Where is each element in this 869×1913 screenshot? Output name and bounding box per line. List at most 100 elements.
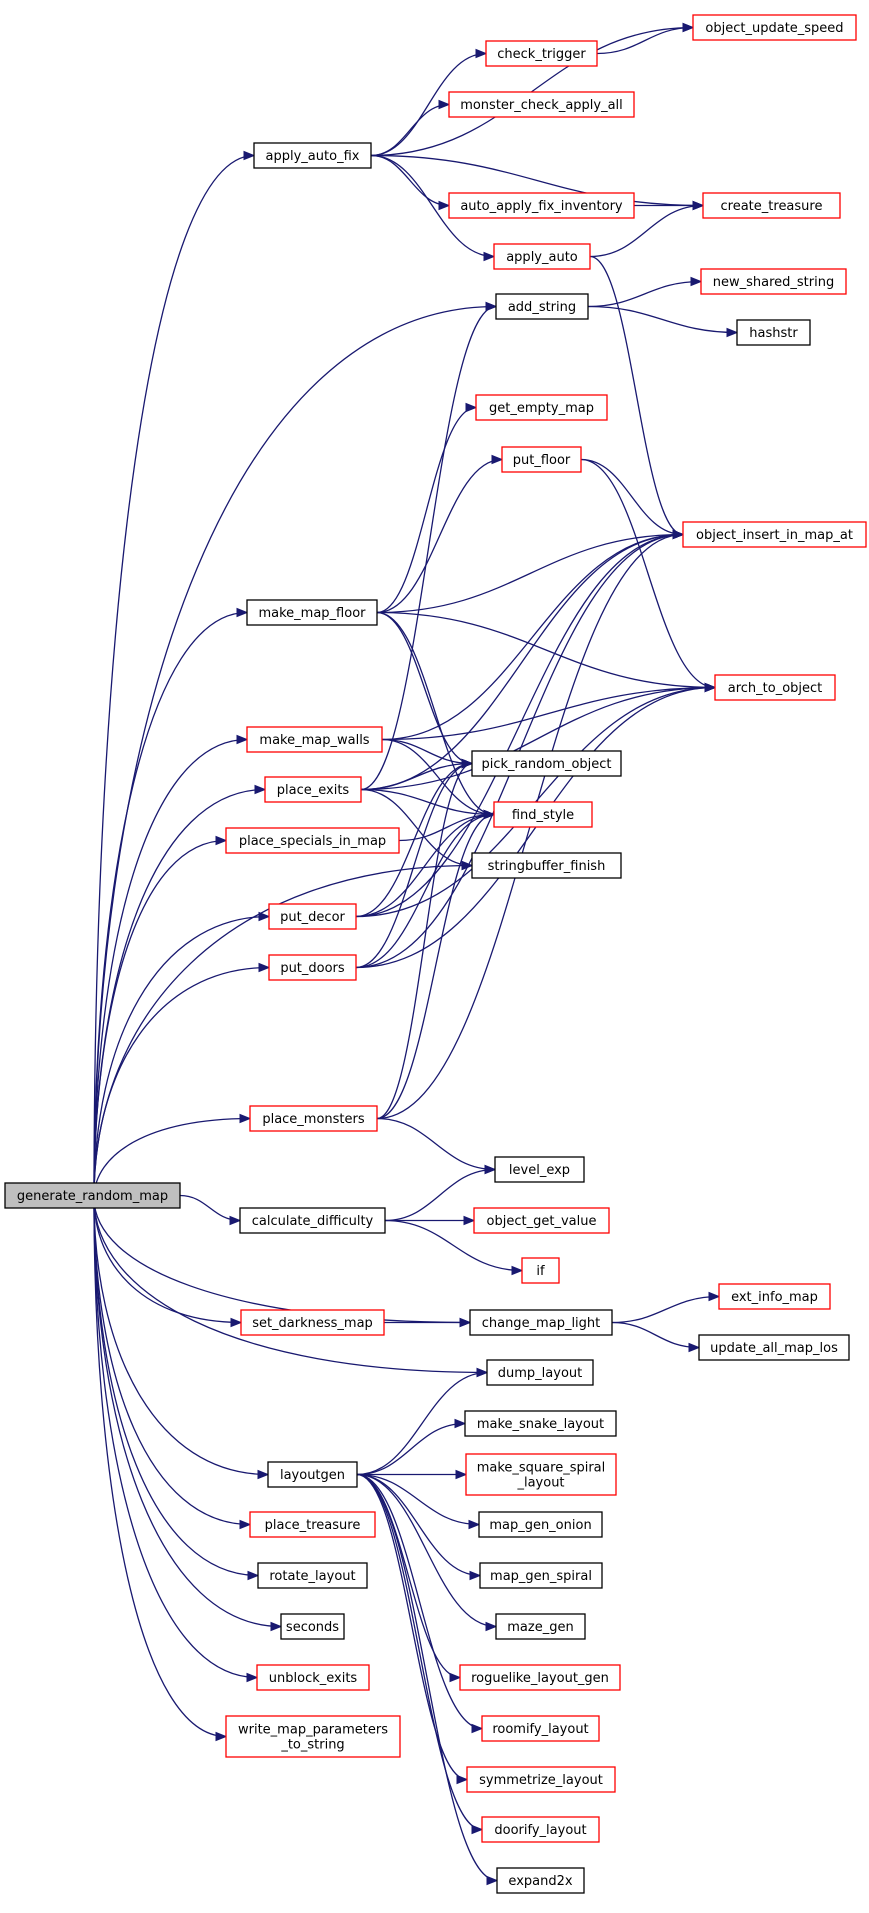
node-box[interactable] bbox=[268, 954, 357, 981]
node-box[interactable] bbox=[495, 1613, 586, 1640]
node-apply_auto_fix[interactable]: apply_auto_fix bbox=[253, 142, 372, 169]
node-object_update_speed[interactable]: object_update_speed bbox=[692, 14, 857, 41]
node-box[interactable] bbox=[256, 1664, 370, 1691]
node-place_specials_in_map[interactable]: place_specials_in_map bbox=[225, 827, 400, 854]
node-box[interactable] bbox=[714, 674, 836, 701]
node-doorify_layout[interactable]: doorify_layout bbox=[481, 1816, 600, 1843]
node-put_doors[interactable]: put_doors bbox=[268, 954, 357, 981]
node-box[interactable] bbox=[225, 827, 400, 854]
node-roomify_layout[interactable]: roomify_layout bbox=[481, 1715, 600, 1742]
node-box[interactable] bbox=[225, 1715, 401, 1758]
node-box[interactable] bbox=[700, 268, 847, 295]
node-auto_apply_fix_inventory[interactable]: auto_apply_fix_inventory bbox=[448, 192, 635, 219]
node-level_exp[interactable]: level_exp bbox=[494, 1156, 585, 1183]
node-apply_auto[interactable]: apply_auto bbox=[493, 243, 591, 270]
node-box[interactable] bbox=[479, 1562, 603, 1589]
node-object_get_value[interactable]: object_get_value bbox=[473, 1207, 610, 1234]
node-check_trigger[interactable]: check_trigger bbox=[485, 40, 598, 67]
node-pick_random_object[interactable]: pick_random_object bbox=[471, 750, 622, 777]
node-add_string[interactable]: add_string bbox=[495, 293, 589, 320]
node-stringbuffer_finish[interactable]: stringbuffer_finish bbox=[471, 852, 622, 879]
node-box[interactable] bbox=[682, 521, 867, 548]
node-box[interactable] bbox=[475, 394, 608, 421]
node-arch_to_object[interactable]: arch_to_object bbox=[714, 674, 836, 701]
node-box[interactable] bbox=[485, 40, 598, 67]
node-make_snake_layout[interactable]: make_snake_layout bbox=[464, 1410, 617, 1437]
node-create_treasure[interactable]: create_treasure bbox=[702, 192, 841, 219]
node-box[interactable] bbox=[718, 1283, 831, 1310]
node-find_style[interactable]: find_style bbox=[493, 801, 593, 828]
node-box[interactable] bbox=[465, 1453, 617, 1496]
node-put_decor[interactable]: put_decor bbox=[268, 903, 357, 930]
node-box[interactable] bbox=[249, 1511, 376, 1538]
node-box[interactable] bbox=[736, 319, 811, 346]
node-if[interactable]: if bbox=[521, 1257, 560, 1284]
node-box[interactable] bbox=[257, 1562, 368, 1589]
node-box[interactable] bbox=[494, 1156, 585, 1183]
node-box[interactable] bbox=[267, 1461, 358, 1488]
node-box[interactable] bbox=[240, 1309, 385, 1336]
node-box[interactable] bbox=[496, 1867, 585, 1894]
node-put_floor[interactable]: put_floor bbox=[501, 446, 582, 473]
node-map_gen_spiral[interactable]: map_gen_spiral bbox=[479, 1562, 603, 1589]
node-box[interactable] bbox=[471, 750, 622, 777]
node-place_exits[interactable]: place_exits bbox=[264, 776, 362, 803]
node-box[interactable] bbox=[249, 1105, 378, 1132]
node-generate_random_map[interactable]: generate_random_map bbox=[4, 1182, 181, 1209]
node-monster_check_apply_all[interactable]: monster_check_apply_all bbox=[448, 91, 635, 118]
node-box[interactable] bbox=[253, 142, 372, 169]
node-box[interactable] bbox=[268, 903, 357, 930]
node-update_all_map_los[interactable]: update_all_map_los bbox=[698, 1334, 850, 1361]
node-make_square_spiral_layout[interactable]: make_square_spiral_layout bbox=[465, 1453, 617, 1496]
node-box[interactable] bbox=[246, 726, 383, 753]
node-get_empty_map[interactable]: get_empty_map bbox=[475, 394, 608, 421]
node-calculate_difficulty[interactable]: calculate_difficulty bbox=[239, 1207, 386, 1234]
node-box[interactable] bbox=[521, 1257, 560, 1284]
node-box[interactable] bbox=[501, 446, 582, 473]
node-set_darkness_map[interactable]: set_darkness_map bbox=[240, 1309, 385, 1336]
node-box[interactable] bbox=[459, 1664, 621, 1691]
node-box[interactable] bbox=[448, 192, 635, 219]
node-hashstr[interactable]: hashstr bbox=[736, 319, 811, 346]
node-box[interactable] bbox=[486, 1359, 594, 1386]
node-change_map_light[interactable]: change_map_light bbox=[469, 1309, 613, 1336]
node-box[interactable] bbox=[464, 1410, 617, 1437]
node-box[interactable] bbox=[280, 1613, 345, 1640]
node-box[interactable] bbox=[264, 776, 362, 803]
node-write_map_parameters_to_string[interactable]: write_map_parameters_to_string bbox=[225, 1715, 401, 1758]
node-dump_layout[interactable]: dump_layout bbox=[486, 1359, 594, 1386]
node-box[interactable] bbox=[495, 293, 589, 320]
node-box[interactable] bbox=[481, 1816, 600, 1843]
node-ext_info_map[interactable]: ext_info_map bbox=[718, 1283, 831, 1310]
node-new_shared_string[interactable]: new_shared_string bbox=[700, 268, 847, 295]
node-box[interactable] bbox=[246, 599, 378, 626]
node-object_insert_in_map_at[interactable]: object_insert_in_map_at bbox=[682, 521, 867, 548]
node-box[interactable] bbox=[692, 14, 857, 41]
node-maze_gen[interactable]: maze_gen bbox=[495, 1613, 586, 1640]
node-box[interactable] bbox=[4, 1182, 181, 1209]
node-box[interactable] bbox=[469, 1309, 613, 1336]
node-seconds[interactable]: seconds bbox=[280, 1613, 345, 1640]
node-box[interactable] bbox=[466, 1766, 616, 1793]
node-place_monsters[interactable]: place_monsters bbox=[249, 1105, 378, 1132]
node-box[interactable] bbox=[478, 1511, 603, 1538]
node-box[interactable] bbox=[239, 1207, 386, 1234]
node-symmetrize_layout[interactable]: symmetrize_layout bbox=[466, 1766, 616, 1793]
node-box[interactable] bbox=[448, 91, 635, 118]
node-box[interactable] bbox=[493, 243, 591, 270]
node-box[interactable] bbox=[481, 1715, 600, 1742]
node-make_map_floor[interactable]: make_map_floor bbox=[246, 599, 378, 626]
node-make_map_walls[interactable]: make_map_walls bbox=[246, 726, 383, 753]
node-box[interactable] bbox=[471, 852, 622, 879]
node-box[interactable] bbox=[493, 801, 593, 828]
node-roguelike_layout_gen[interactable]: roguelike_layout_gen bbox=[459, 1664, 621, 1691]
node-rotate_layout[interactable]: rotate_layout bbox=[257, 1562, 368, 1589]
node-expand2x[interactable]: expand2x bbox=[496, 1867, 585, 1894]
node-unblock_exits[interactable]: unblock_exits bbox=[256, 1664, 370, 1691]
node-layoutgen[interactable]: layoutgen bbox=[267, 1461, 358, 1488]
node-place_treasure[interactable]: place_treasure bbox=[249, 1511, 376, 1538]
node-box[interactable] bbox=[473, 1207, 610, 1234]
node-box[interactable] bbox=[702, 192, 841, 219]
node-box[interactable] bbox=[698, 1334, 850, 1361]
node-map_gen_onion[interactable]: map_gen_onion bbox=[478, 1511, 603, 1538]
